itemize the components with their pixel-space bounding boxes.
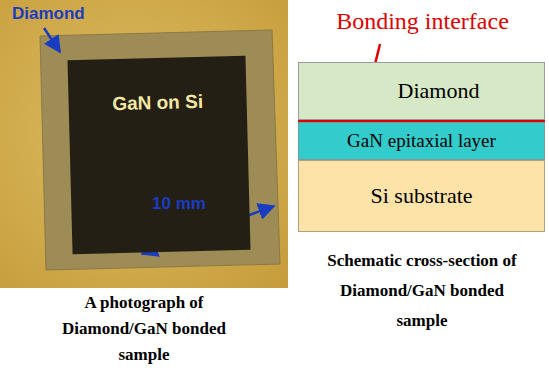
- layer-label: Si substrate: [370, 183, 472, 209]
- caption: A photograph of Diamond/GaN bonded sampl…: [44, 290, 244, 368]
- callout-label: Bonding interface: [300, 8, 545, 35]
- photo-background: [0, 0, 288, 288]
- layer-label: GaN epitaxial layer: [347, 130, 496, 152]
- layer-label: Diamond: [398, 78, 480, 104]
- diamond-plate: [40, 30, 280, 270]
- layer-label: GaN on Si: [112, 91, 203, 115]
- dimension-label: 10 mm: [152, 194, 206, 214]
- diamond-layer: Diamond: [298, 62, 545, 120]
- callout-label: Diamond: [12, 4, 85, 24]
- si-substrate-layer: Si substrate: [298, 160, 545, 232]
- gan-on-si-chip: GaN on Si: [67, 56, 250, 255]
- caption: Schematic cross-section of Diamond/GaN b…: [322, 246, 522, 336]
- gan-layer: GaN epitaxial layer: [298, 122, 545, 160]
- pointer-arrow: [44, 28, 60, 52]
